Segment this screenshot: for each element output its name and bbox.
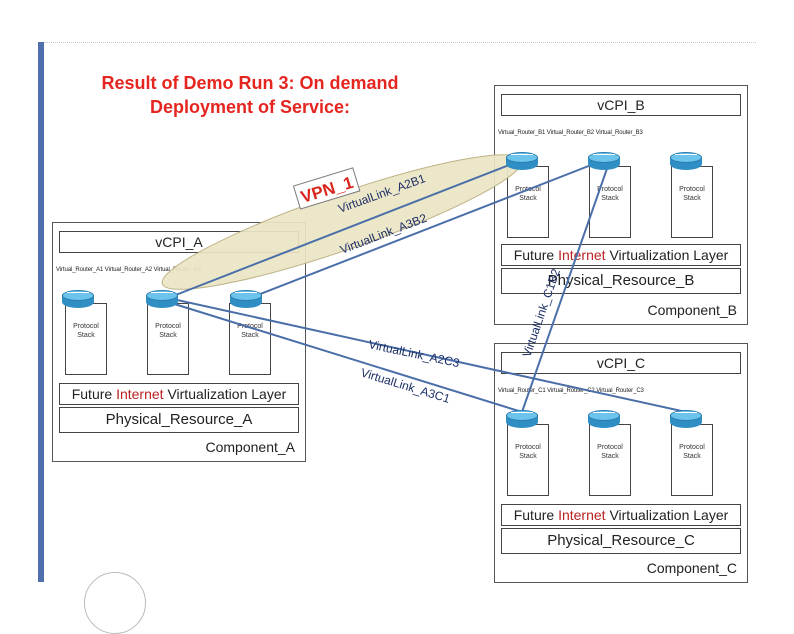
router-c1-icon (506, 410, 538, 428)
physical-resource-b: Physical_Resource_B (501, 268, 741, 294)
slide-title-line-2: Deployment of Service: (149, 97, 351, 117)
protocol-stack-label: Protocol Stack (155, 323, 181, 339)
layer-internet-text: Internet (558, 507, 606, 523)
virtualization-layer-a: Future Internet Virtualization Layer (59, 383, 299, 405)
link-line-a3c1 (167, 301, 523, 413)
physical-resource-c: Physical_Resource_C (501, 528, 741, 554)
protocol-stack-label: Protocol Stack (679, 186, 705, 202)
protocol-stack-label: Protocol Stack (597, 444, 623, 460)
layer-future-text: Future (513, 507, 555, 523)
link-line-a2b1 (167, 159, 523, 299)
router-a2-icon (146, 290, 178, 308)
router-b1-icon (506, 152, 538, 170)
router-labels-a: Virtual_Router_A1 Virtual_Router_A2 Virt… (56, 267, 201, 273)
vcpi-b-title: vCPI_B (501, 94, 741, 116)
router-c2-icon (588, 410, 620, 428)
protocol-stack-b3: Protocol Stack (671, 166, 713, 238)
layer-rest-text: Virtualization Layer (167, 386, 287, 402)
router-a1-icon (62, 290, 94, 308)
protocol-stack-label: Protocol Stack (679, 444, 705, 460)
router-a3-icon (230, 290, 262, 308)
slide-top-rule (44, 42, 756, 43)
layer-rest-text: Virtualization Layer (609, 247, 729, 263)
virtualization-layer-c: Future Internet Virtualization Layer (501, 504, 741, 526)
protocol-stack-a3: Protocol Stack (229, 303, 271, 375)
component-b-box: vCPI_B Virtual_Router_B1 Virtual_Router_… (494, 85, 748, 325)
decorative-circle (84, 572, 146, 634)
slide-accent-bar (38, 42, 44, 582)
vpn-label-box (292, 167, 361, 210)
link-line-a2c3 (167, 297, 687, 413)
layer-future-text: Future (513, 247, 555, 263)
component-c-label: Component_C (646, 560, 737, 576)
vpn-tunnel-shape (161, 154, 523, 290)
link-line-a3b2 (249, 159, 605, 299)
router-c3-icon (670, 410, 702, 428)
protocol-stack-b1: Protocol Stack (507, 166, 549, 238)
layer-internet-text: Internet (558, 247, 606, 263)
layer-rest-text: Virtualization Layer (609, 507, 729, 523)
link-line-c1b2 (521, 159, 611, 413)
physical-resource-a: Physical_Resource_A (59, 407, 299, 433)
slide-title-line-1: Result of Demo Run 3: On demand (101, 73, 399, 93)
vcpi-c-title: vCPI_C (501, 352, 741, 374)
protocol-stack-c3: Protocol Stack (671, 424, 713, 496)
component-c-box: vCPI_C Virtual_Router_C1 Virtual_Router_… (494, 343, 748, 583)
protocol-stack-c2: Protocol Stack (589, 424, 631, 496)
protocol-stack-label: Protocol Stack (515, 444, 541, 460)
router-b2-icon (588, 152, 620, 170)
protocol-stack-c1: Protocol Stack (507, 424, 549, 496)
component-b-label: Component_B (647, 302, 737, 318)
component-a-label: Component_A (205, 439, 295, 455)
virtualization-layer-b: Future Internet Virtualization Layer (501, 244, 741, 266)
router-b3-icon (670, 152, 702, 170)
protocol-stack-label: Protocol Stack (73, 323, 99, 339)
router-labels-c: Virtual_Router_C1 Virtual_Router_C2 Virt… (498, 388, 644, 394)
layer-future-text: Future (71, 386, 113, 402)
protocol-stack-label: Protocol Stack (597, 186, 623, 202)
layer-internet-text: Internet (116, 386, 164, 402)
router-labels-b: Virtual_Router_B1 Virtual_Router_B2 Virt… (498, 130, 643, 136)
link-label-a2c3: VirtualLink_A2C3 (367, 337, 461, 370)
